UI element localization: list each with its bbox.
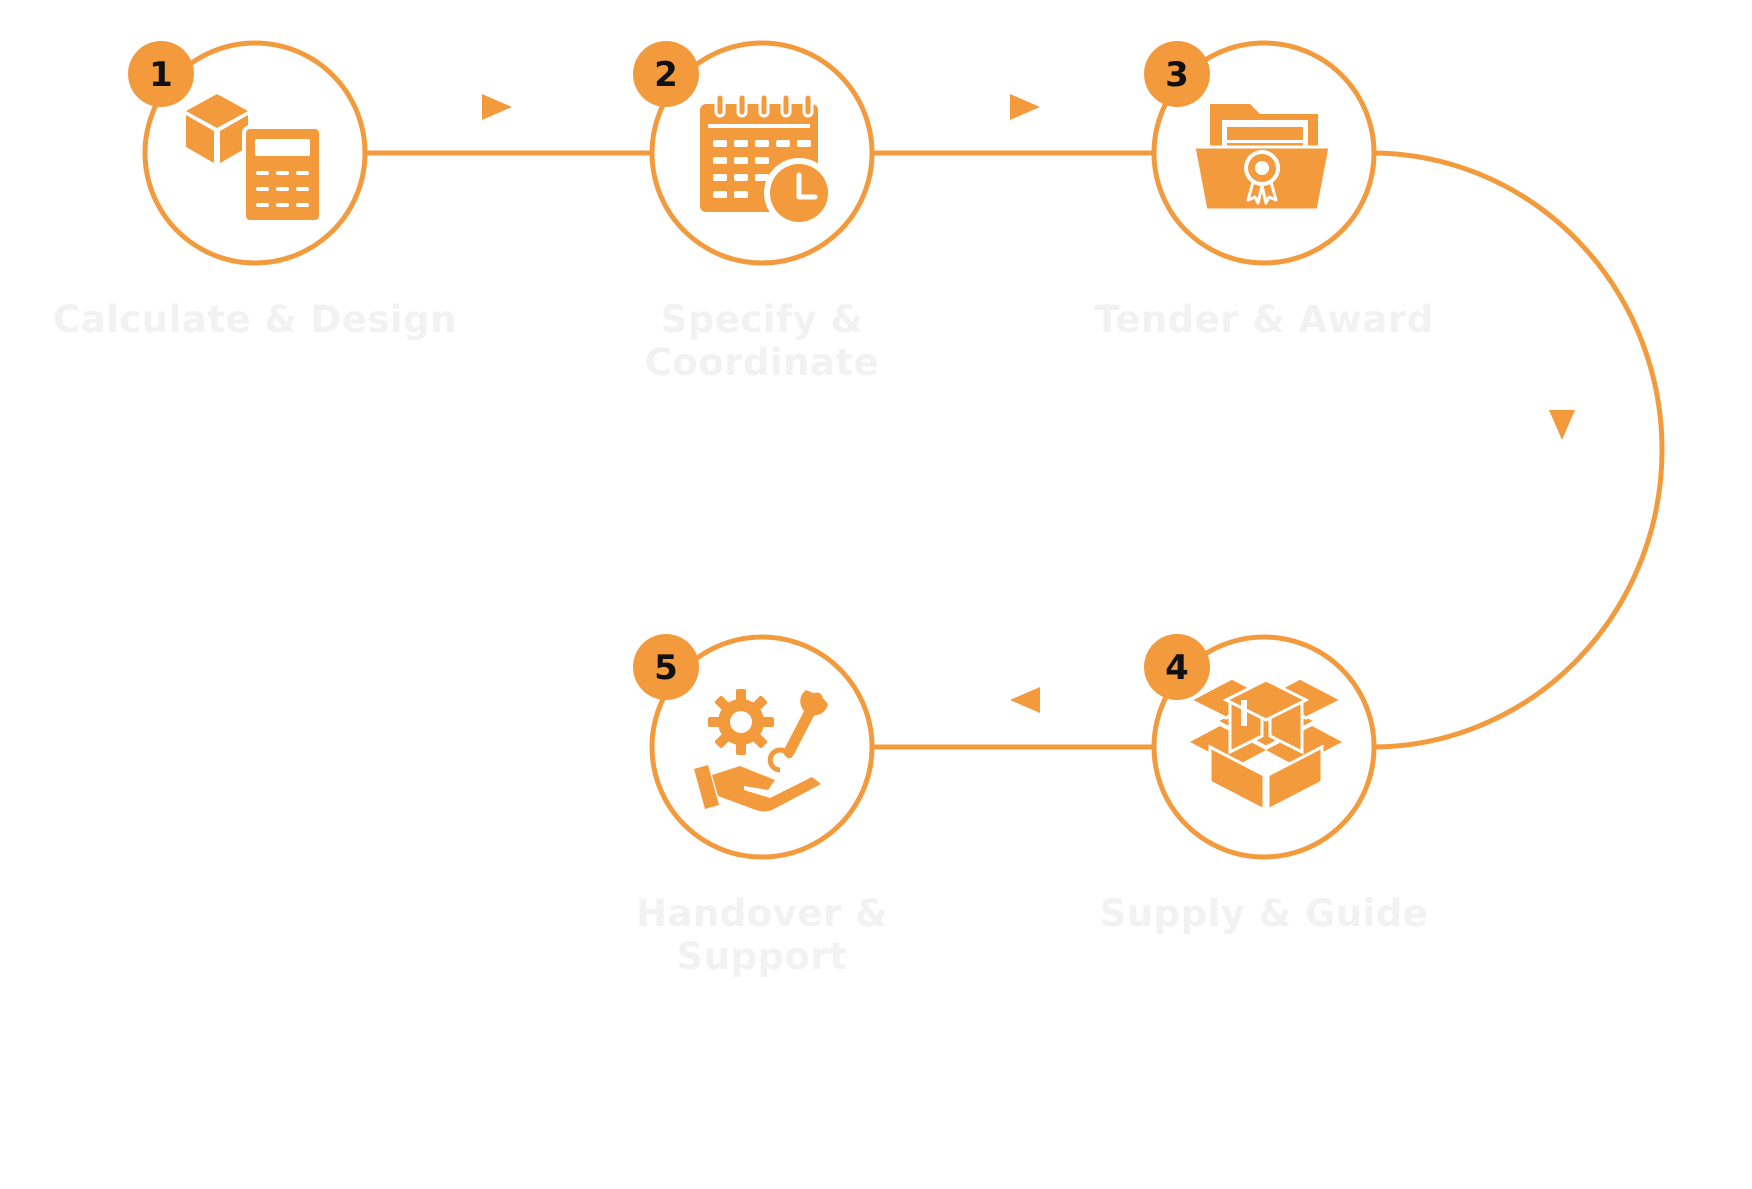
step-badge-3: 3 (1144, 41, 1210, 107)
step-label-2: Specify & Coordinate (644, 298, 880, 384)
step-label-3: Tender & Award (1094, 298, 1434, 341)
calendar-clock-icon (700, 92, 834, 228)
step-number-4: 4 (1165, 648, 1189, 688)
step-label-5: Handover & Support (636, 892, 888, 978)
hand-gear-wrench-icon (694, 689, 828, 812)
step-number-2: 2 (654, 55, 678, 95)
step-badge-2: 2 (633, 41, 699, 107)
connectors (365, 150, 1665, 750)
step-badge-5: 5 (633, 634, 699, 700)
arrow-down-icon (1549, 410, 1575, 440)
step-number-1: 1 (149, 55, 173, 95)
arrow-right-icon (1010, 94, 1040, 120)
open-box-icon (1186, 676, 1346, 813)
arrow-left-icon (1010, 687, 1040, 713)
step-label-1: Calculate & Design (53, 298, 457, 341)
direction-arrows (482, 94, 1575, 713)
step-number-3: 3 (1165, 55, 1189, 95)
connector-3-4 (1371, 150, 1665, 750)
step-badge-4: 4 (1144, 634, 1210, 700)
folder-certificate-icon (1192, 104, 1332, 212)
step-badges: 1 2 3 4 5 (128, 41, 1210, 700)
step-label-4: Supply & Guide (1099, 892, 1429, 935)
step-badge-1: 1 (128, 41, 194, 107)
step-number-5: 5 (654, 648, 678, 688)
box-calculator-icon (186, 94, 323, 224)
arrow-right-icon (482, 94, 512, 120)
